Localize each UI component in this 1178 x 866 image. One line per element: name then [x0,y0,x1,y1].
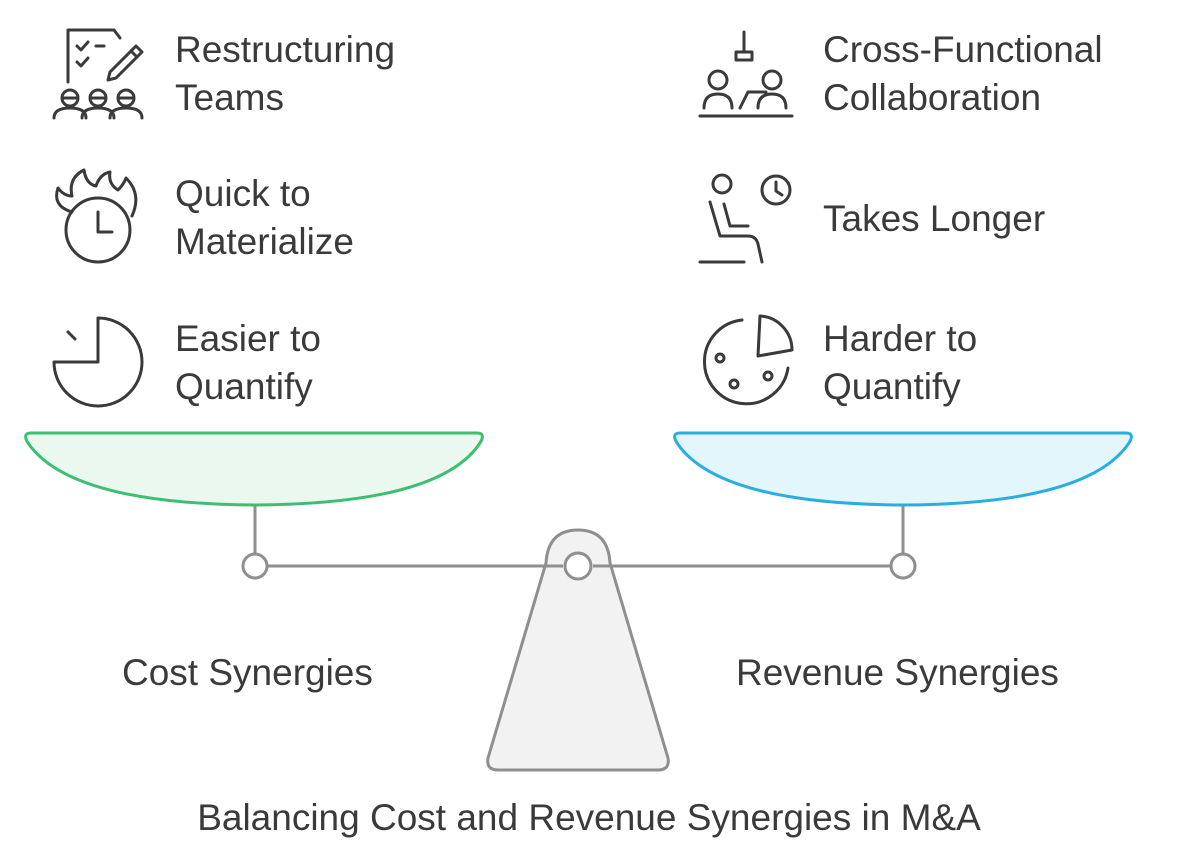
right-item-1-label: Cross-Functional Collaboration [823,26,1103,122]
left-hanger-joint [241,552,269,580]
right-hanger-joint [889,552,917,580]
left-item-2-line1: Quick to [175,173,311,214]
pie-chart-icon [52,316,144,408]
left-item-3-label: Easier to Quantify [175,315,321,411]
left-item-1-label: Restructuring Teams [175,26,395,122]
right-item-3-line2: Quantify [823,366,961,407]
pivot-joint [563,551,593,581]
left-pan [24,431,484,507]
right-pan [673,431,1133,507]
right-item-1-line1: Cross-Functional [823,29,1103,70]
right-item-3-label: Harder to Quantify [823,315,977,411]
right-item-2-line1: Takes Longer [823,198,1046,239]
left-item-3-line1: Easier to [175,318,322,359]
revenue-synergies-title: Revenue Synergies [736,652,1059,693]
left-item-3-line2: Quantify [175,366,313,407]
team-restructure-icon [52,28,144,120]
left-item-2-line2: Materialize [175,221,354,262]
left-item-2-label: Quick to Materialize [175,170,354,266]
right-item-1-line2: Collaboration [823,77,1042,118]
right-item-2-label: Takes Longer [823,195,1045,243]
scattered-pie-icon [703,314,794,406]
burning-clock-icon [55,168,138,264]
cost-synergies-title: Cost Synergies [122,652,373,693]
waiting-person-icon [698,173,792,264]
left-item-1-line2: Teams [175,77,284,118]
left-item-1-line1: Restructuring [175,29,396,70]
fulcrum-base [486,528,670,772]
diagram-title: Balancing Cost and Revenue Synergies in … [197,797,981,838]
collaboration-icon [698,30,794,118]
right-item-3-line1: Harder to [823,318,978,359]
